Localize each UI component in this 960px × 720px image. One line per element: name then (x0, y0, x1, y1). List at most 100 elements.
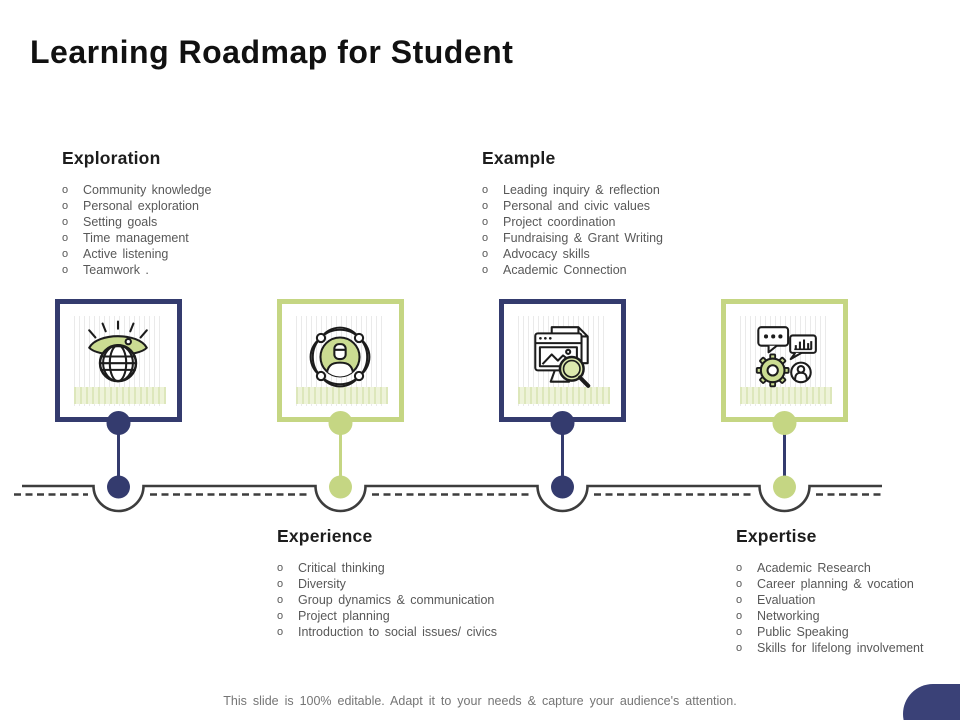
list-item: o Skills for lifelong involvement (736, 640, 960, 656)
list-item-text: Leading inquiry & reflection (503, 183, 660, 197)
green-band (740, 387, 832, 404)
list-item-text: Personal exploration (83, 199, 199, 213)
bullet-marker: o (277, 578, 284, 590)
timeline-solid-line (22, 484, 882, 513)
list-item: o Introduction to social issues/ civics (277, 624, 517, 640)
timeline-connectors (117, 423, 786, 487)
list-item-text: Time management (83, 231, 189, 245)
list-item: o Personal exploration (62, 198, 302, 214)
bullet-marker: o (62, 200, 69, 212)
bullet-marker: o (736, 578, 743, 590)
list-item-text: Public Speaking (757, 625, 849, 639)
list-item-text: Project coordination (503, 215, 616, 229)
footer-note: This slide is 100% editable. Adapt it to… (223, 694, 737, 708)
bullet-marker: o (62, 184, 69, 196)
page-title: Learning Roadmap for Student (30, 34, 514, 70)
list-item-text: Critical thinking (298, 561, 385, 575)
list-item: o Leading inquiry & reflection (482, 182, 722, 198)
section-heading: Experience (277, 526, 373, 546)
list-item: o Academic Research (736, 560, 960, 576)
green-band (518, 387, 610, 404)
list-item-text: Skills for lifelong involvement (757, 641, 924, 655)
corner-accent-shape (903, 684, 960, 720)
bullet-marker: o (277, 562, 284, 574)
list-item: o Diversity (277, 576, 517, 592)
list-item-text: Group dynamics & communication (298, 593, 495, 607)
search-document-icon (534, 326, 591, 388)
list-item: o Teamwork . (62, 262, 302, 278)
list-item-text: Diversity (298, 577, 346, 591)
list-item-text: Fundraising & Grant Writing (503, 231, 663, 245)
list-item: o Project planning (277, 608, 517, 624)
green-band (296, 387, 388, 404)
list-item-text: Career planning & vocation (757, 577, 914, 591)
list-item-text: Project planning (298, 609, 390, 623)
list-item: o Networking (736, 608, 960, 624)
list-item-text: Advocacy skills (503, 247, 590, 261)
list-item-text: Evaluation (757, 593, 816, 607)
bullet-marker: o (736, 642, 743, 654)
list-item: o Academic Connection (482, 262, 722, 278)
bullet-marker: o (62, 216, 69, 228)
bullet-marker: o (736, 626, 743, 638)
list-item: o Advocacy skills (482, 246, 722, 262)
list-item: o Project coordination (482, 214, 722, 230)
icon-box-expertise (721, 299, 848, 422)
list-item: o Fundraising & Grant Writing (482, 230, 722, 246)
bullet-marker: o (277, 626, 284, 638)
list-item: o Setting goals (62, 214, 302, 230)
bullet-marker: o (62, 264, 69, 276)
bullet-marker: o (736, 562, 743, 574)
list-item: o Personal and civic values (482, 198, 722, 214)
icon-box-experience (277, 299, 404, 422)
list-item: o Community knowledge (62, 182, 302, 198)
bullet-marker: o (482, 232, 489, 244)
section-heading: Expertise (736, 526, 817, 546)
community-network-icon (309, 326, 371, 388)
bullet-marker: o (482, 264, 489, 276)
icon-box-example (499, 299, 626, 422)
list-item: o Career planning & vocation (736, 576, 960, 592)
bullet-marker: o (277, 610, 284, 622)
section-heading: Exploration (62, 148, 161, 168)
section-heading: Example (482, 148, 556, 168)
skills-communication-icon (755, 326, 817, 388)
box-anchor-dots (106, 411, 797, 435)
list-item-text: Active listening (83, 247, 169, 261)
bullet-marker: o (736, 610, 743, 622)
bullet-marker: o (277, 594, 284, 606)
bullet-marker: o (482, 184, 489, 196)
bullet-marker: o (62, 248, 69, 260)
list-item: o Evaluation (736, 592, 960, 608)
list-item-text: Academic Connection (503, 263, 627, 277)
list-item: o Critical thinking (277, 560, 517, 576)
list-item: o Active listening (62, 246, 302, 262)
bullet-marker: o (482, 200, 489, 212)
timeline-node-dots (107, 475, 796, 499)
list-item: o Group dynamics & communication (277, 592, 517, 608)
bullet-marker: o (736, 594, 743, 606)
bullet-marker: o (482, 216, 489, 228)
list-item-text: Academic Research (757, 561, 871, 575)
green-band (74, 387, 166, 404)
bullet-marker: o (62, 232, 69, 244)
list-item: o Time management (62, 230, 302, 246)
list-item-text: Community knowledge (83, 183, 212, 197)
list-item-text: Introduction to social issues/ civics (298, 625, 498, 639)
list-item-text: Personal and civic values (503, 199, 651, 213)
list-item-text: Networking (757, 609, 820, 623)
list-item-text: Setting goals (83, 215, 158, 229)
bullet-marker: o (482, 248, 489, 260)
icon-box-exploration (55, 299, 182, 422)
globe-vision-icon (88, 320, 148, 383)
list-item-text: Teamwork . (83, 263, 149, 277)
